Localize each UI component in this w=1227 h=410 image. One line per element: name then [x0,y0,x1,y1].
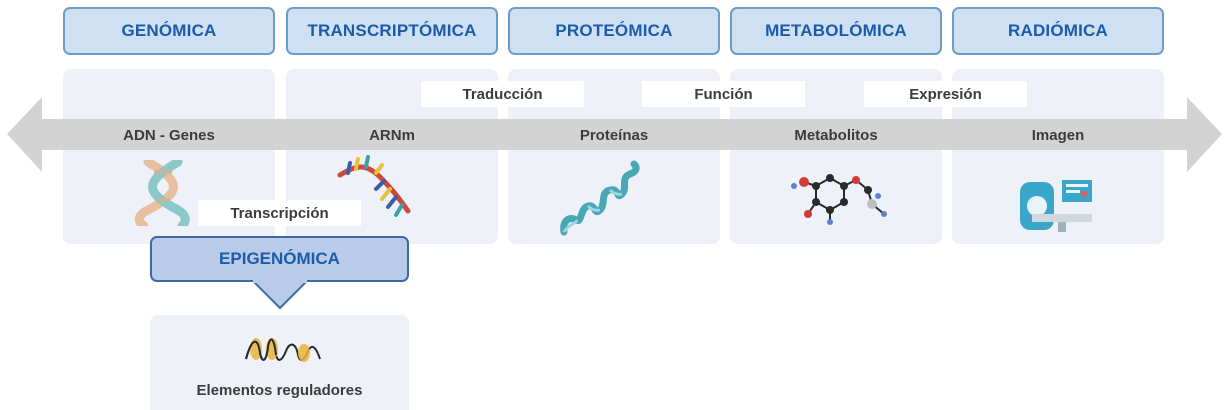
stage-imagen: Imagen [1031,127,1085,144]
header-transcriptomica: TRANSCRIPTÓMICA [286,7,498,55]
process-expression: Expresión [864,81,1027,107]
regulatory-elements-panel [150,315,409,410]
process-function: Función [642,81,805,107]
epigenomica-box: EPIGENÓMICA [150,236,409,282]
protein-helix-icon [560,160,640,236]
process-transcription: Transcripción [198,200,361,226]
stage-adn-genes: ADN - Genes [123,127,215,144]
epigenomica-pointer [252,280,308,310]
stage-metabolitos: Metabolitos [794,127,878,144]
scanner-icon [1020,180,1092,232]
chromatin-icon [245,338,321,362]
header-proteomica: PROTEÓMICA [508,7,720,55]
mrna-strand-icon [337,155,411,217]
stage-proteinas: Proteínas [579,127,649,144]
dna-helix-icon [134,160,190,226]
header-genomica: GENÓMICA [63,7,275,55]
regulatory-elements-label: Elementos reguladores [196,382,363,399]
header-radiomica: RADIÓMICA [952,7,1164,55]
molecule-icon [791,174,887,225]
process-translation: Traducción [421,81,584,107]
header-metabolomica: METABOLÓMICA [730,7,942,55]
stage-arnm: ARNm [369,127,415,144]
